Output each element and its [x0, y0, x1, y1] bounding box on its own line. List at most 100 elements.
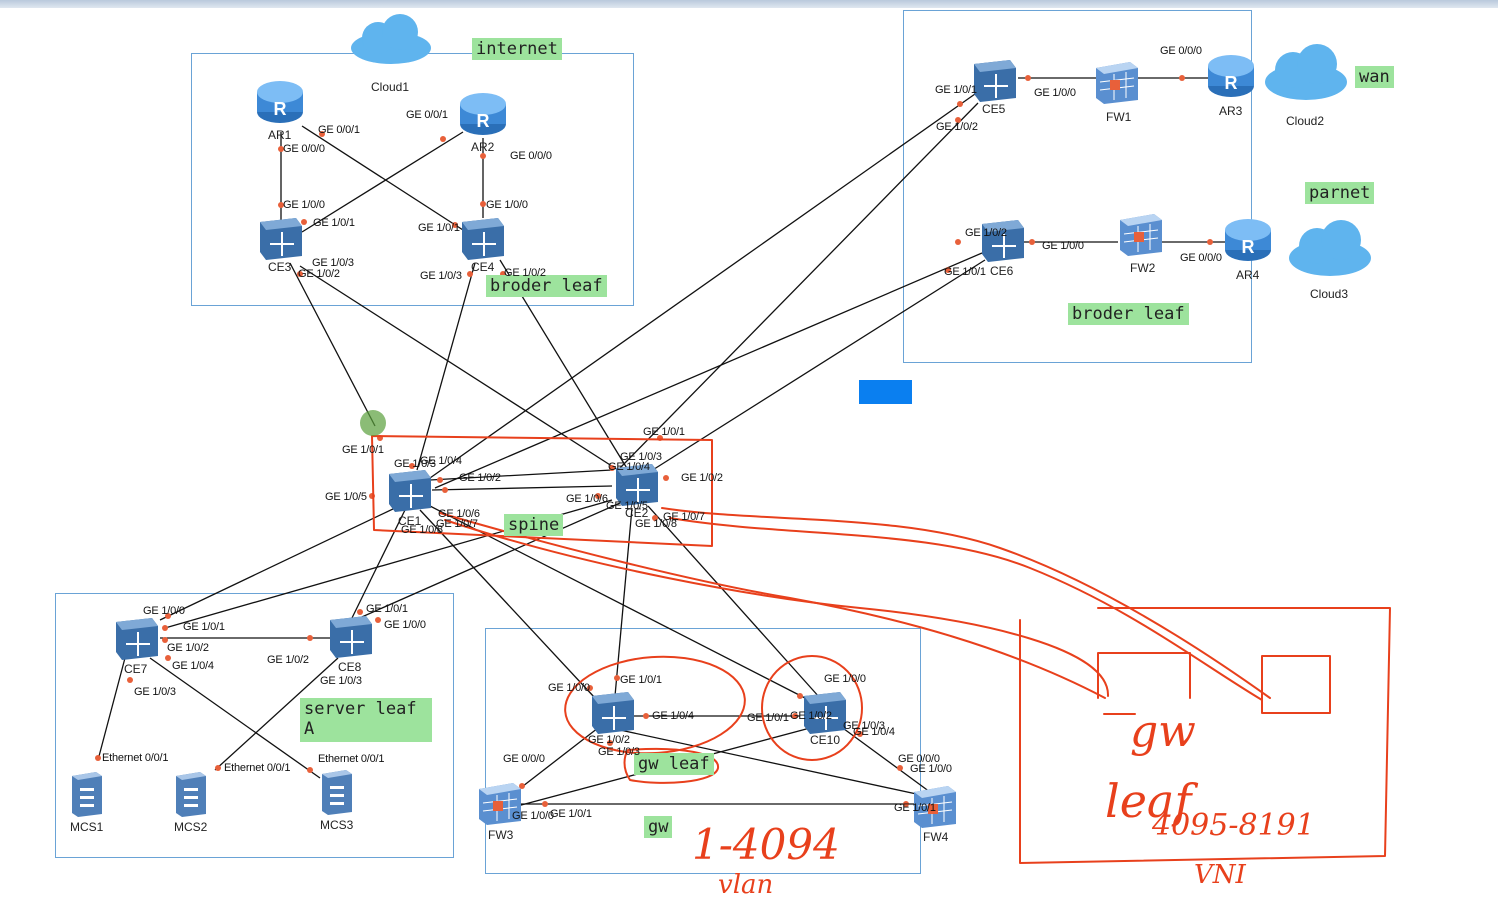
ar3-device[interactable]: R: [1207, 52, 1255, 100]
handwritten-vni: VNI: [1194, 860, 1246, 890]
cloud2-device[interactable]: [1263, 40, 1349, 102]
port-label: GE 1/0/2: [298, 268, 340, 280]
ar1-label: AR1: [268, 128, 292, 142]
port-label: GE 1/0/0: [143, 605, 185, 617]
switch-icon: [982, 220, 1024, 262]
port-label: GE 1/0/3: [134, 686, 176, 698]
router-icon: R: [257, 81, 303, 123]
port-label: GE 0/0/0: [898, 753, 940, 765]
port-label: Ethernet 0/0/1: [224, 762, 291, 774]
ce1-device[interactable]: [385, 466, 433, 514]
annotation-strokes: [371, 435, 1391, 864]
ar1-device[interactable]: R: [256, 78, 304, 126]
handwritten-vlan: vlan: [718, 870, 774, 900]
firewall-icon: [1096, 62, 1138, 104]
port-label: GE 0/0/0: [503, 753, 545, 765]
svg-text:R: R: [1242, 237, 1255, 257]
switch-icon: [260, 218, 302, 260]
router-icon: R: [1225, 219, 1271, 261]
ce6-label: CE6: [990, 264, 1014, 278]
fw1-label: FW1: [1106, 110, 1132, 124]
port-label: GE 1/0/0: [548, 682, 590, 694]
port-label: GE 1/0/4: [853, 726, 895, 738]
window-top-bar: [0, 0, 1498, 8]
cloud-icon: [351, 14, 431, 64]
switch-icon: [592, 692, 634, 734]
area-wan-border[interactable]: [903, 10, 1252, 363]
ce5-device[interactable]: [970, 56, 1018, 104]
selection-rectangle[interactable]: [859, 380, 912, 404]
fw4-device[interactable]: [912, 784, 958, 828]
ce3-device[interactable]: [256, 214, 304, 262]
ce3-label: CE3: [268, 260, 292, 274]
fw3-label: FW3: [488, 828, 514, 842]
firewall-icon: [1120, 214, 1162, 256]
mcs1-device[interactable]: [70, 770, 104, 818]
cloud3-device[interactable]: [1287, 216, 1373, 278]
mcs3-device[interactable]: [320, 768, 354, 816]
port-label: GE 1/0/0: [910, 763, 952, 775]
port-label: GE 1/0/4: [608, 461, 650, 473]
area-label-gw-leaf: gw leaf: [634, 753, 714, 775]
handwritten-leaf: leaf: [1105, 774, 1192, 828]
ce2-device[interactable]: [612, 460, 660, 508]
port-label: GE 1/0/1: [747, 712, 789, 724]
port-label: GE 1/0/1: [643, 426, 685, 438]
port-label: GE 1/0/2: [588, 734, 630, 746]
port-label: GE 1/0/5: [325, 491, 367, 503]
port-label: GE 1/0/1: [183, 621, 225, 633]
topology-canvas[interactable]: internet wan parnet broder leaf broder l…: [0, 8, 1498, 908]
port-label: GE 1/0/2: [965, 227, 1007, 239]
port-label: GE 0/0/0: [1180, 252, 1222, 264]
cloud-icon: [1265, 44, 1347, 100]
switch-icon: [616, 464, 658, 506]
port-label: GE 1/0/0: [384, 619, 426, 631]
area-label-broder-leaf-wan: broder leaf: [1068, 303, 1189, 325]
ar2-device[interactable]: R: [459, 90, 507, 138]
port-label: GE 1/0/2: [681, 472, 723, 484]
area-server-leaf[interactable]: [55, 593, 454, 858]
svg-text:R: R: [477, 111, 490, 131]
port-label: GE 0/0/0: [283, 143, 325, 155]
area-label-gw: gw: [644, 816, 673, 838]
server-icon: [176, 772, 206, 817]
port-label: GE 1/0/7: [436, 518, 478, 530]
ce10-device[interactable]: [800, 688, 848, 736]
area-gw[interactable]: [485, 628, 921, 874]
port-label: GE 1/0/3: [394, 458, 436, 470]
port-label: GE 1/0/3: [320, 675, 362, 687]
port-label: GE 1/0/0: [486, 199, 528, 211]
ar4-device[interactable]: R: [1224, 216, 1272, 264]
ce7-device[interactable]: [112, 614, 160, 662]
fw3-device[interactable]: [477, 781, 523, 825]
cloud1-device[interactable]: [348, 12, 434, 66]
ce8-label: CE8: [338, 660, 362, 674]
port-label: GE 1/0/3: [620, 451, 662, 463]
port-label: GE 0/0/1: [318, 124, 360, 136]
port-label: GE 1/0/1: [620, 674, 662, 686]
port-label: GE 1/0/4: [420, 455, 462, 467]
mcs1-label: MCS1: [70, 820, 104, 834]
port-label: GE 1/0/2: [504, 267, 546, 279]
ce4-device[interactable]: [458, 214, 506, 262]
router-icon: R: [1208, 55, 1254, 97]
cloud1-label: Cloud1: [371, 80, 410, 94]
drag-handle-icon[interactable]: [360, 410, 386, 436]
fw1-device[interactable]: [1094, 60, 1140, 104]
ce5-label: CE5: [982, 102, 1006, 116]
port-label: GE 1/0/2: [267, 654, 309, 666]
port-label: GE 1/0/4: [652, 710, 694, 722]
area-label-broder-leaf-internet: broder leaf: [486, 275, 607, 297]
switch-icon: [116, 618, 158, 660]
port-label: GE 1/0/2: [459, 472, 501, 484]
ce9-device[interactable]: [588, 688, 636, 736]
ce6-device[interactable]: [978, 216, 1026, 264]
mcs2-device[interactable]: [174, 770, 208, 818]
cloud2-label: Cloud2: [1286, 114, 1325, 128]
mcs2-label: MCS2: [174, 820, 208, 834]
ce8-device[interactable]: [326, 612, 374, 660]
fw2-device[interactable]: [1118, 212, 1164, 256]
server-icon: [322, 770, 352, 815]
svg-text:R: R: [274, 99, 287, 119]
ar3-label: AR3: [1219, 104, 1243, 118]
